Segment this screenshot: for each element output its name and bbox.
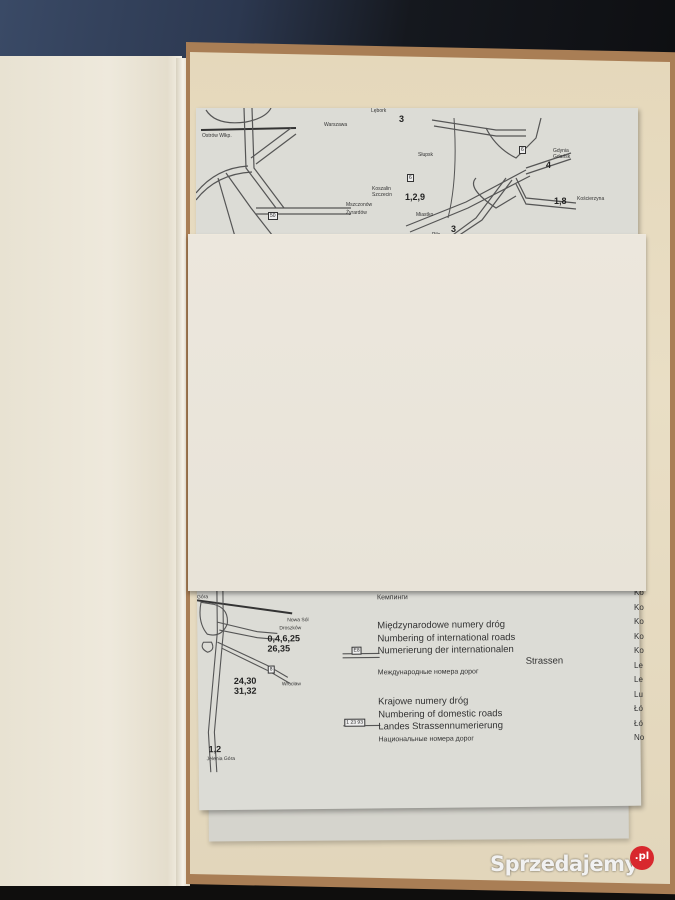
index-entry: Łó	[634, 704, 643, 713]
road-shield-icon: 6	[407, 174, 414, 182]
label-route-18: 1,8	[554, 196, 567, 206]
label-route-3-top: 3	[399, 114, 405, 124]
index-entry: Ko	[634, 617, 644, 626]
road-shield-icon: 50	[268, 212, 278, 220]
legend-domestic-roads: Krajowe numery dróg Numbering of domesti…	[378, 695, 503, 746]
label-routes-b1: 24,30	[233, 675, 257, 686]
label-route-129: 1,2,9	[405, 192, 426, 202]
label-zyrardow: Żyrardów	[346, 210, 367, 216]
left-endpaper	[0, 56, 182, 886]
label-routes-c: 1,2	[208, 744, 222, 755]
label-route-top: Lębork	[371, 108, 387, 114]
watermark-brand: Sprzedajemy	[490, 852, 638, 876]
label-gdansk: Gdańsk	[553, 154, 571, 160]
index-column: Ko Ko Ko Ko Ko Le Le Lu Łó Łó No	[634, 586, 644, 746]
label-koscierzyna: Kościerzyna	[577, 196, 605, 202]
index-entry: No	[634, 733, 645, 742]
index-entry: Lu	[634, 689, 643, 699]
index-entry: Le	[634, 675, 643, 684]
label-routes-a2: 26,35	[267, 643, 291, 654]
watermark-tld-badge: .pl	[630, 846, 654, 870]
legend-domestic-ru: Национальные номера дорог	[378, 734, 475, 743]
label-wroclaw: Wrocław	[281, 681, 302, 688]
label-miastko: Miastko	[416, 212, 434, 218]
label-route-4: 4	[546, 160, 552, 170]
label-slupsk: Słupsk	[418, 152, 434, 158]
map-roads-bottom	[196, 582, 381, 773]
label-gdynia: Gdynia	[553, 148, 569, 154]
legend-international-ru: Международные номера дорог	[377, 667, 479, 676]
label-gora: Góra	[196, 594, 209, 601]
label-routes-a1: 0,4,6,25	[267, 633, 300, 644]
index-entry: Ko	[634, 602, 644, 612]
label-routes-b2: 31,32	[233, 685, 257, 696]
road-shield-icon: 6	[519, 146, 526, 154]
index-entry: Le	[634, 660, 643, 670]
folded-map-top: Warszawa Ostrów Wlkp. Mszczonów Żyrardów…	[196, 108, 638, 240]
legend-international-roads: Międzynarodowe numery dróg Numbering of …	[377, 618, 563, 679]
label-koszalin: Koszalin	[372, 186, 391, 192]
legend-domestic-de: Landes Strassennumerierung	[378, 720, 504, 733]
index-entry: Ko	[634, 646, 644, 655]
legend-camping-ru: Кемпинги	[376, 594, 408, 602]
international-road-symbol-icon: E8	[351, 646, 362, 655]
label-nowa-sol: Nowa Sól	[287, 617, 309, 624]
label-mszczonow: Mszczonów	[346, 202, 373, 208]
label-szczecin: Szczecin	[372, 192, 393, 198]
legend-camping: Кемпинги	[377, 592, 408, 605]
folded-map-bottom: Góra Nowa Sól Droszków 0,4,6,25 26,35 8 …	[196, 577, 642, 811]
label-left-road: Ostrów Wlkp.	[202, 133, 232, 139]
map-pocket	[188, 234, 646, 591]
domestic-road-symbol-icon: 1 23 93	[344, 718, 366, 727]
label-warszawa: Warszawa	[324, 122, 348, 128]
index-entry: Łó	[634, 718, 643, 728]
label-jelenia-gora: Jelenia Góra	[206, 755, 236, 763]
index-entry: Ko	[634, 588, 644, 597]
label-droszkow: Droszków	[279, 625, 302, 632]
label-route-3-bottom: 3	[451, 224, 457, 234]
index-entry: Ko	[634, 631, 644, 641]
map-roads-top	[196, 108, 577, 240]
road-shield-icon: 8	[267, 665, 275, 674]
